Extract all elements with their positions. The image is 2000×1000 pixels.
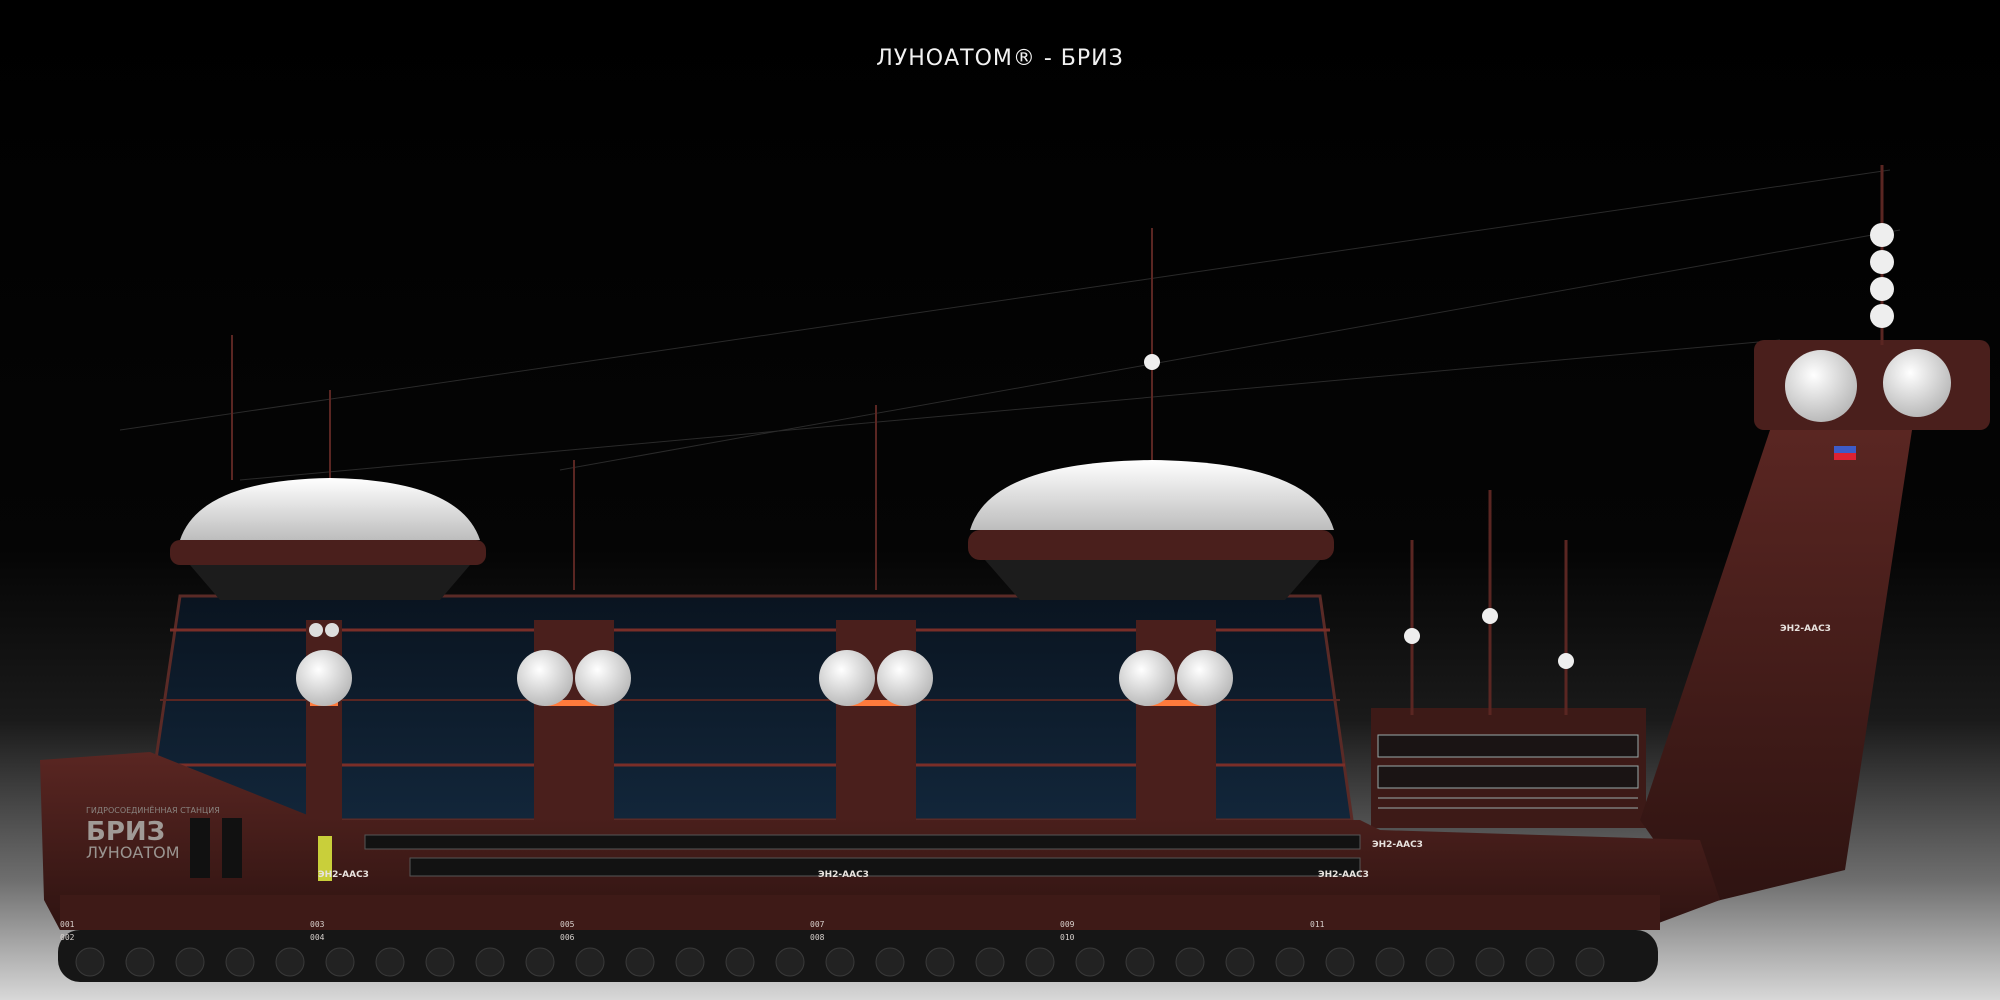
track-wheel-icon (425, 947, 455, 977)
mast-antenna-icon (1558, 540, 1574, 715)
dish-antenna-icon (575, 650, 631, 706)
hull-label: ЭН2-ААС3 (318, 870, 369, 880)
track-wheel-icon (125, 947, 155, 977)
track-wheel-icon (925, 947, 955, 977)
dish-antenna-icon (517, 650, 573, 706)
track-wheel-icon (675, 947, 705, 977)
track-wheel-icon (1175, 947, 1205, 977)
track-wheel-icon (1525, 947, 1555, 977)
right-dome (968, 228, 1334, 600)
track-wheel-icon (375, 947, 405, 977)
track-wheel-icon (525, 947, 555, 977)
section-number: 001 (60, 920, 75, 929)
track-wheel-icon (75, 947, 105, 977)
track-wheel-icon (1275, 947, 1305, 977)
section-number: 007 (810, 920, 825, 929)
track-wheel-icon (475, 947, 505, 977)
antenna-column (296, 620, 352, 820)
antenna-column (517, 460, 631, 820)
track-wheel-icon (1475, 947, 1505, 977)
support-cables (119, 169, 1901, 481)
section-number: 008 (810, 933, 825, 942)
tower-label: ЭН2-ААС3 (1780, 624, 1831, 634)
track-wheel-icon (975, 947, 1005, 977)
section-number: 011 (1310, 920, 1325, 929)
track-wheel-icon (1225, 947, 1255, 977)
track-wheel-icon (775, 947, 805, 977)
track-wheel-icon (1125, 947, 1155, 977)
dish-antenna-icon (1785, 350, 1857, 422)
track-wheel-icon (1325, 947, 1355, 977)
module-label: ЭН2-ААС3 (1372, 840, 1423, 850)
hull: ГИДРОСОЕДИНЁННАЯ СТАНЦИЯ БРИЗ ЛУНОАТОМ Э… (40, 752, 1720, 930)
mast-antenna-icon (1482, 490, 1498, 715)
page-title: ЛУНОАТОМ® - БРИЗ (876, 46, 1124, 71)
track-wheel-icon (1575, 947, 1605, 977)
dish-antenna-icon (1883, 349, 1951, 417)
logo-brand: ЛУНОАТОМ (86, 843, 180, 862)
communication-tower: ЭН2-ААС3 (1640, 165, 1990, 905)
logo-name: БРИЗ (86, 817, 165, 847)
track-wheel-icon (625, 947, 655, 977)
hull-label: ЭН2-ААС3 (818, 870, 869, 880)
track-wheel-icon (1025, 947, 1055, 977)
section-number: 005 (560, 920, 575, 929)
track-wheel-icon (575, 947, 605, 977)
section-number: 010 (1060, 933, 1075, 942)
logo-subtitle: ГИДРОСОЕДИНЁННАЯ СТАНЦИЯ (86, 805, 220, 815)
track-wheel-icon (1425, 947, 1455, 977)
track-wheel-icon (1075, 947, 1105, 977)
dish-antenna-icon (877, 650, 933, 706)
track-wheel-icon (1375, 947, 1405, 977)
track-wheel-icon (175, 947, 205, 977)
section-number: 009 (1060, 920, 1075, 929)
track-wheel-icon (725, 947, 755, 977)
dish-antenna-icon (296, 650, 352, 706)
track-wheel-icon (825, 947, 855, 977)
hull-label: ЭН2-ААС3 (1318, 870, 1369, 880)
crawler-tracks: 002 004 006 008 010 (58, 930, 1658, 982)
section-number: 004 (310, 933, 325, 942)
dish-antenna-icon (1119, 650, 1175, 706)
left-dome (170, 335, 486, 600)
rear-module (1371, 490, 1646, 828)
section-number: 003 (310, 920, 325, 929)
dish-antenna-icon (819, 650, 875, 706)
dish-antenna-icon (1177, 650, 1233, 706)
access-ladder (318, 836, 332, 881)
antenna-column (1119, 620, 1233, 820)
track-wheel-icon (325, 947, 355, 977)
antenna-column (819, 405, 933, 820)
mast-antenna-icon (1404, 540, 1420, 715)
section-number: 006 (560, 933, 575, 942)
track-wheel-icon (225, 947, 255, 977)
track-wheel-icon (875, 947, 905, 977)
track-wheel-icon (275, 947, 305, 977)
section-number: 002 (60, 933, 75, 942)
